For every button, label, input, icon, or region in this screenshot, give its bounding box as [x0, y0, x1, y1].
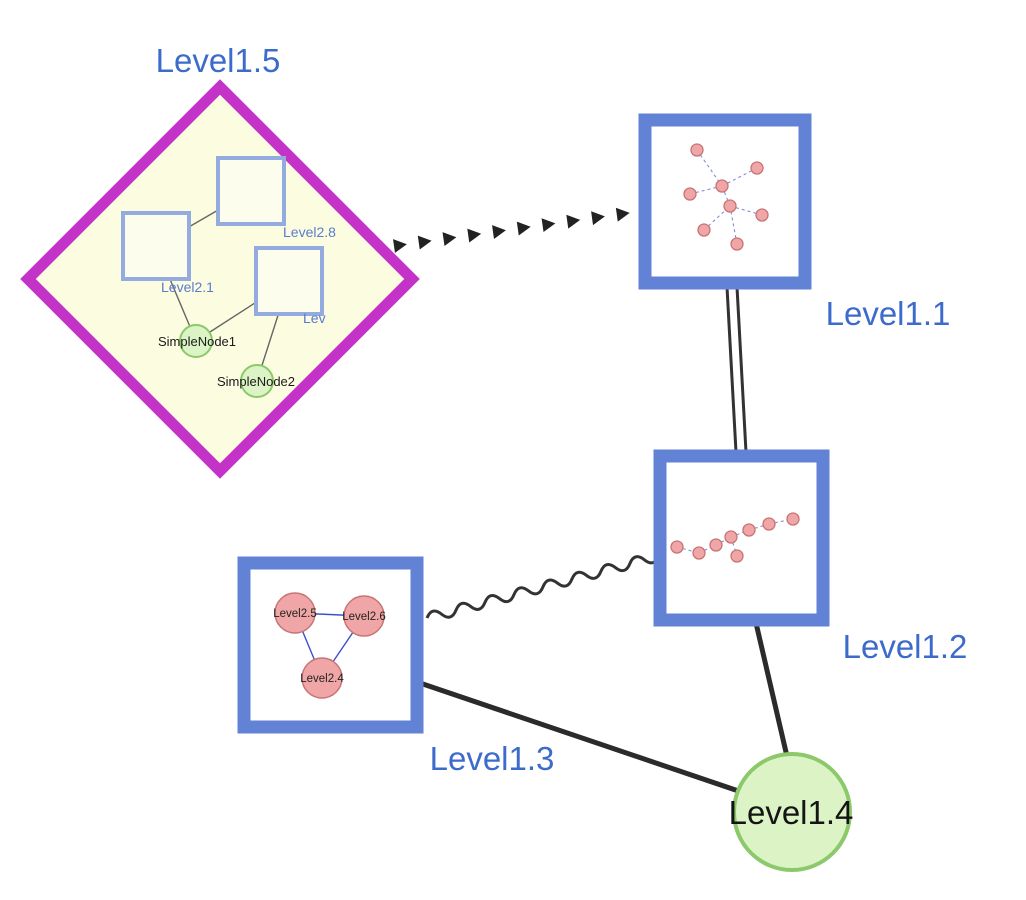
- node-level1-2: Level1.2: [653, 449, 968, 665]
- edge-level13-level14[interactable]: [416, 679, 769, 804]
- mini-node[interactable]: [683, 187, 697, 201]
- node-simplenode2[interactable]: [240, 364, 274, 398]
- level1-5-label: Level1.5: [156, 42, 281, 79]
- node-level2-x[interactable]: [254, 246, 324, 316]
- level2-6-label: Level2.6: [342, 611, 385, 623]
- node-level1-1: Level1.1: [638, 113, 951, 332]
- dashed-arrowheads: [393, 207, 630, 253]
- wavy-line: [425, 555, 661, 619]
- simplenode2-label: SimpleNode2: [217, 374, 295, 389]
- double-line-left: [725, 286, 738, 453]
- level1-2-node-shape[interactable]: [653, 449, 830, 627]
- mini-node[interactable]: [762, 517, 776, 531]
- mini-node[interactable]: [786, 512, 800, 526]
- node-level2-8[interactable]: [216, 156, 286, 226]
- node-level2-6[interactable]: [343, 595, 385, 637]
- edge-level11-level12[interactable]: [725, 286, 748, 453]
- mini-node[interactable]: [692, 546, 706, 560]
- mini-node[interactable]: [715, 179, 729, 193]
- level1-3-node-shape[interactable]: [237, 556, 424, 734]
- top-level-edges: [393, 206, 792, 804]
- mini-node[interactable]: [730, 237, 744, 251]
- group-node-level1-5: Level2.8 Level2.1 Lev SimpleNode1 Simple…: [20, 42, 420, 479]
- mini-node[interactable]: [670, 540, 684, 554]
- level1-4-node-shape[interactable]: [732, 752, 852, 872]
- mini-node[interactable]: [730, 549, 744, 563]
- mini-node[interactable]: [755, 208, 769, 222]
- group-diamond-shape[interactable]: [20, 79, 420, 479]
- edge-level13-level12[interactable]: [425, 551, 661, 623]
- node-level2-5[interactable]: [274, 592, 316, 634]
- node-level1-4: Level1.4: [729, 752, 854, 872]
- mini-node[interactable]: [750, 161, 764, 175]
- level1-1-node-shape[interactable]: [638, 113, 812, 290]
- node-simplenode1[interactable]: [179, 324, 213, 358]
- level2-4-label: Level2.4: [300, 673, 344, 685]
- level1-1-label: Level1.1: [826, 295, 951, 332]
- simplenode1-label: SimpleNode1: [158, 334, 236, 349]
- mini-node[interactable]: [690, 143, 704, 157]
- node-level2-1[interactable]: [121, 211, 191, 281]
- level1-4-label: Level1.4: [729, 794, 854, 831]
- level1-1-mini-graph: [683, 143, 769, 251]
- edge-level15-level11[interactable]: [393, 206, 631, 253]
- level1-3-label: Level1.3: [430, 740, 555, 777]
- edge-level12-level14[interactable]: [753, 622, 792, 766]
- level1-2-label: Level1.2: [843, 628, 968, 665]
- mini-node[interactable]: [742, 523, 756, 537]
- node-level2-4[interactable]: [301, 657, 343, 699]
- mini-node[interactable]: [697, 223, 711, 237]
- mini-node[interactable]: [709, 538, 723, 552]
- level2-5-label: Level2.5: [273, 608, 316, 620]
- level1-3-mini-graph: Level2.5 Level2.6 Level2.4: [273, 592, 386, 699]
- mini-node[interactable]: [724, 530, 738, 544]
- level2-x-label: Lev: [303, 310, 326, 326]
- mini-edge: [696, 149, 723, 187]
- level2-1-label: Level2.1: [161, 279, 214, 295]
- level1-2-mini-graph: [670, 512, 800, 563]
- node-level1-3: Level2.5 Level2.6 Level2.4 Level1.3: [237, 556, 555, 777]
- level2-8-label: Level2.8: [283, 224, 336, 240]
- mini-node[interactable]: [723, 199, 737, 213]
- double-line-right: [735, 286, 748, 453]
